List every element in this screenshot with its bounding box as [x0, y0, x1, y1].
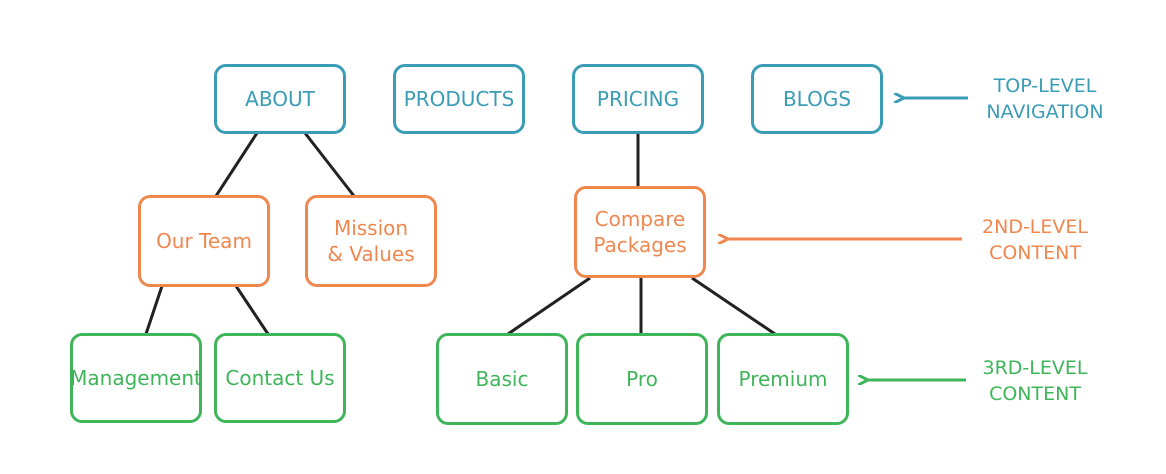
- node-pricing[interactable]: PRICING: [572, 64, 704, 134]
- node-basic-label: Basic: [475, 367, 529, 391]
- legend-third-line2: CONTENT: [989, 382, 1081, 405]
- node-premium[interactable]: Premium: [717, 333, 849, 425]
- edge-compare-premium: [691, 276, 776, 336]
- node-management-label: Management: [70, 366, 202, 390]
- node-blogs[interactable]: BLOGS: [751, 64, 883, 134]
- node-products-label: PRODUCTS: [403, 87, 515, 111]
- node-contact-us-label: Contact Us: [225, 366, 335, 390]
- edge-compare-basic: [507, 276, 591, 336]
- node-about[interactable]: ABOUT: [214, 64, 346, 134]
- edge-about-mission: [303, 132, 356, 197]
- node-compare-packages[interactable]: Compare Packages: [574, 186, 706, 278]
- legend-second-level: 2ND-LEVEL CONTENT: [960, 215, 1110, 266]
- node-compare-line2: Packages: [593, 233, 687, 257]
- node-blogs-label: BLOGS: [782, 87, 852, 111]
- node-contact-us[interactable]: Contact Us: [214, 333, 346, 423]
- node-our-team-label: Our Team: [156, 229, 252, 253]
- edge-about-ourteam: [214, 132, 259, 197]
- legend-second-line1: 2ND-LEVEL: [982, 216, 1088, 238]
- node-basic[interactable]: Basic: [436, 333, 568, 425]
- node-pro-label: Pro: [626, 367, 658, 391]
- legend-top-level: TOP-LEVEL NAVIGATION: [970, 74, 1120, 125]
- edge-ourteam-contact: [234, 285, 270, 335]
- edge-ourteam-management: [144, 285, 164, 335]
- node-our-team[interactable]: Our Team: [138, 195, 270, 287]
- node-mission-line1: Mission: [333, 216, 409, 240]
- legend-top-line2: NAVIGATION: [986, 100, 1104, 123]
- legend-second-line2: CONTENT: [989, 241, 1081, 264]
- node-pro[interactable]: Pro: [576, 333, 708, 425]
- node-mission-values[interactable]: Mission & Values: [305, 195, 437, 287]
- node-products[interactable]: PRODUCTS: [393, 64, 525, 134]
- node-mission-line2: & Values: [327, 242, 415, 266]
- legend-third-line1: 3RD-LEVEL: [982, 357, 1088, 379]
- node-about-label: ABOUT: [245, 87, 315, 111]
- legend-third-level: 3RD-LEVEL CONTENT: [960, 356, 1110, 407]
- node-management[interactable]: Management: [70, 333, 202, 423]
- legend-top-line1: TOP-LEVEL: [993, 75, 1097, 97]
- node-pricing-label: PRICING: [596, 87, 680, 111]
- node-compare-line1: Compare: [594, 207, 686, 231]
- node-premium-label: Premium: [738, 367, 828, 391]
